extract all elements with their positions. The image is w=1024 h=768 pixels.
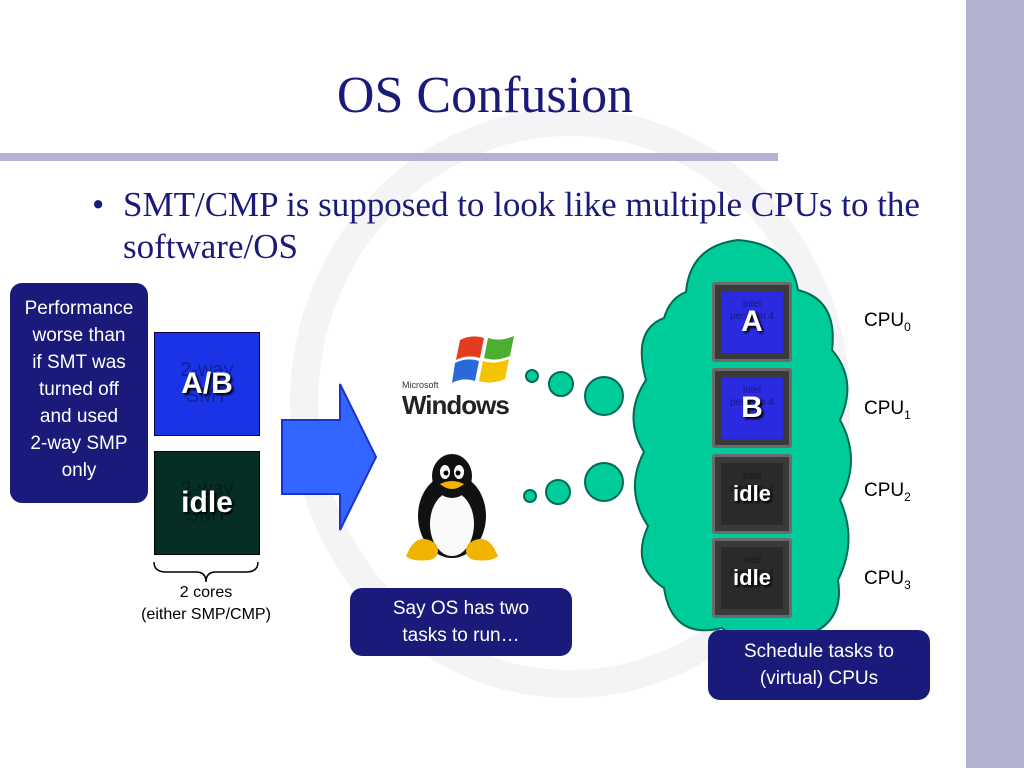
cpu-die: intel pentium 4 B — [721, 377, 783, 439]
cpu-label-index: 3 — [904, 577, 911, 592]
cpu-task-label: A — [741, 305, 763, 338]
cpu-label-3: CPU3 — [864, 568, 911, 592]
brace-icon — [153, 561, 259, 583]
core-smt-text: SMT — [185, 504, 229, 526]
chip-brand-text: intel — [742, 471, 762, 482]
bullet-text: SMT/CMP is supposed to look like multipl… — [123, 185, 920, 266]
core-smt-text: SMT — [185, 385, 229, 407]
say-os-line: tasks to run… — [402, 625, 520, 646]
thought-bubble-small-icon — [523, 489, 537, 503]
cpu-die: intel pentium 4 idle — [721, 463, 783, 525]
virtual-cpu-2: intel pentium 4 idle — [712, 454, 792, 534]
cpu-die: intel pentium 4 idle — [721, 547, 783, 609]
chip-brand-mark: intel pentium 4 — [721, 385, 783, 409]
core-task-label: A/B — [181, 367, 233, 400]
cores-caption-line: 2 cores — [179, 584, 233, 601]
cpu-label-0: CPU0 — [864, 310, 911, 334]
cpu-label-text: CPU — [864, 398, 905, 419]
cpu-label-text: CPU — [864, 310, 905, 331]
cpu-task-label: idle — [733, 565, 771, 590]
chip-brand-text: intel — [742, 385, 762, 396]
chip-brand-text: pentium 4 — [730, 311, 774, 322]
performance-line: turned off — [39, 379, 119, 400]
slide-side-bar — [966, 0, 1024, 768]
chip-brand-text: pentium 4 — [730, 567, 774, 578]
windows-logo: Microsoft Windows — [402, 380, 510, 421]
chip-brand-mark: intel pentium 4 — [721, 299, 783, 323]
chip-brand-text: intel — [742, 555, 762, 566]
cpu-label-index: 0 — [904, 319, 911, 334]
cores-caption: 2 cores (either SMP/CMP) — [116, 582, 296, 626]
performance-line: and used — [39, 406, 119, 427]
performance-line: only — [61, 460, 97, 481]
chip-brand-text: pentium 4 — [730, 483, 774, 494]
performance-callout: Performance worse than if SMT was turned… — [10, 283, 148, 503]
cpu-task-label: idle — [733, 481, 771, 506]
cpu-label-index: 1 — [904, 407, 911, 422]
say-os-callout: Say OS has two tasks to run… — [350, 588, 572, 656]
schedule-line: (virtual) CPUs — [759, 668, 879, 689]
say-os-line: Say OS has two — [392, 598, 530, 619]
cpu-label-2: CPU2 — [864, 480, 911, 504]
performance-line: Performance — [24, 298, 134, 319]
linux-penguin-icon — [406, 454, 498, 561]
bullet-icon: • — [92, 185, 105, 224]
core-smt-watermark: 2-way SMT — [155, 357, 259, 409]
windows-logo-small-text: Microsoft — [402, 380, 439, 390]
title-divider — [0, 153, 778, 161]
cpu-label-index: 2 — [904, 489, 911, 504]
virtual-cpu-0: intel pentium 4 A — [712, 282, 792, 362]
core-smt-text: 2-way — [180, 478, 234, 500]
cpu-die: intel pentium 4 A — [721, 291, 783, 353]
chip-brand-mark: intel pentium 4 — [721, 555, 783, 579]
physical-core-2: 2-way SMT idle — [154, 451, 260, 555]
core-smt-watermark: 2-way SMT — [155, 476, 259, 528]
thought-bubble-large-icon — [584, 376, 624, 416]
cpu-label-text: CPU — [864, 480, 905, 501]
virtual-cpu-3: intel pentium 4 idle — [712, 538, 792, 618]
cpu-task-label: B — [741, 391, 763, 424]
thought-bubble-large-icon — [584, 462, 624, 502]
performance-line: 2-way SMP — [30, 433, 128, 454]
right-arrow-icon — [281, 383, 378, 531]
chip-brand-text: intel — [742, 299, 762, 310]
core-smt-text: 2-way — [180, 359, 234, 381]
core-task-label: idle — [181, 486, 233, 519]
thought-bubble-small-icon — [525, 369, 539, 383]
chip-brand-text: pentium 4 — [730, 397, 774, 408]
cores-caption-line: (either SMP/CMP) — [141, 606, 271, 623]
schedule-line: Schedule tasks to — [744, 641, 894, 662]
virtual-cpu-1: intel pentium 4 B — [712, 368, 792, 448]
schedule-callout: Schedule tasks to (virtual) CPUs — [708, 630, 930, 700]
physical-core-1: 2-way SMT A/B — [154, 332, 260, 436]
thought-bubble-medium-icon — [545, 479, 571, 505]
windows-flag-icon — [452, 336, 514, 383]
thought-bubble-medium-icon — [548, 371, 574, 397]
cpu-label-text: CPU — [864, 568, 905, 589]
performance-line: worse than — [32, 325, 126, 346]
windows-logo-text: Windows — [402, 390, 510, 420]
cpu-label-1: CPU1 — [864, 398, 911, 422]
slide-title: OS Confusion — [336, 67, 634, 124]
chip-brand-mark: intel pentium 4 — [721, 471, 783, 495]
performance-line: if SMT was — [32, 352, 126, 373]
